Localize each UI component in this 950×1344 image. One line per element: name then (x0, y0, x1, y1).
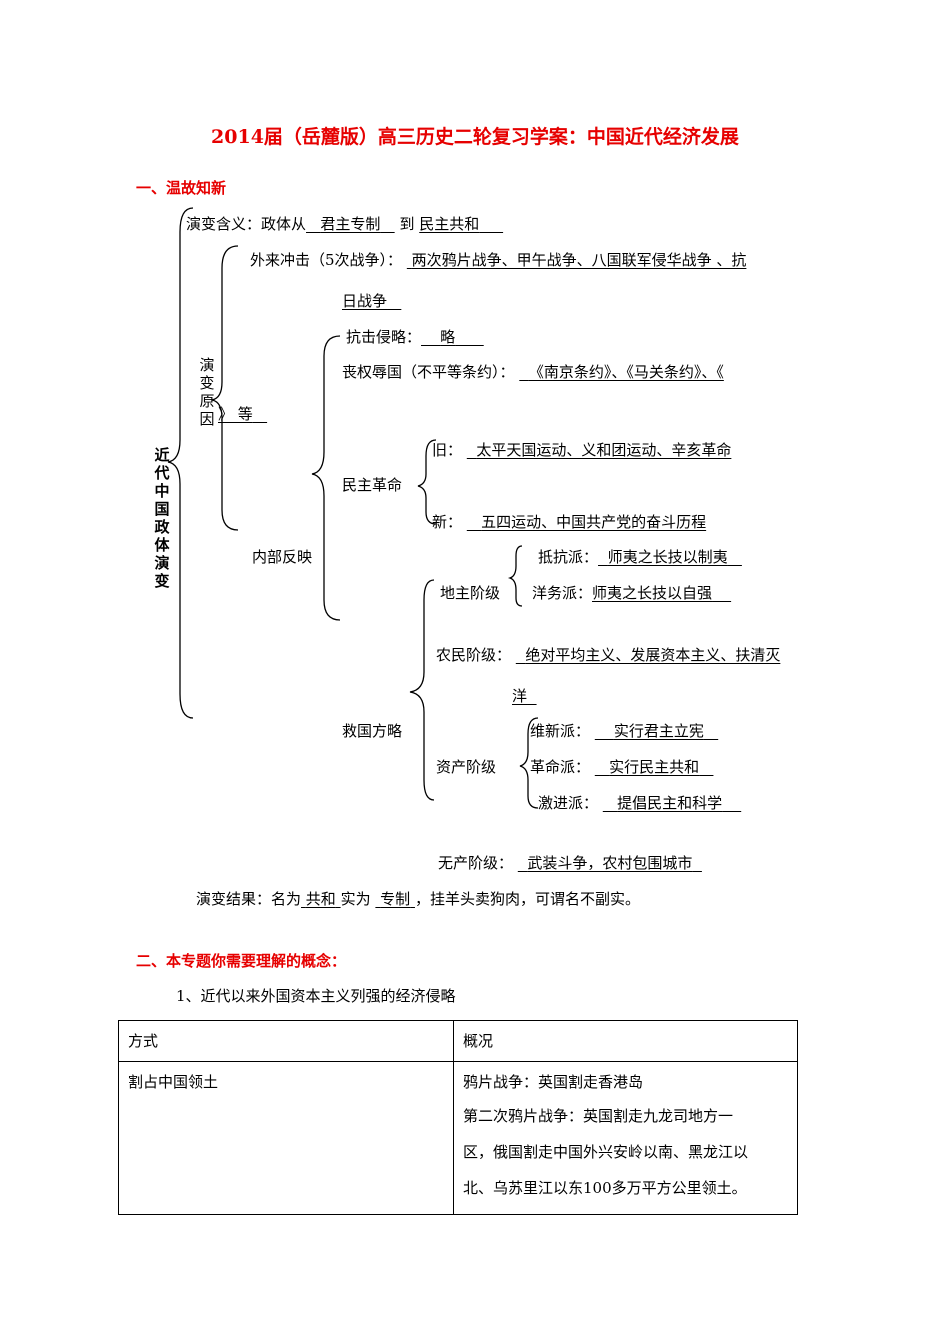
treaties-value: 《南京条约》、《马关条约》、《 (528, 363, 724, 381)
table-cell-line: 北、乌苏里江以东100多万平方公里领土。 (463, 1179, 747, 1197)
internal-label: 内部反映 (252, 548, 313, 566)
bourgeois-reform-value: 实行君主立宪 (613, 722, 704, 740)
table-cell-line: 区，俄国割走中国外兴安岭以南、黑龙江以 (463, 1143, 749, 1161)
treaties-label: 丧权辱国（不平等条约）： (342, 363, 515, 381)
table-header-row: 方式 概况 (118, 1020, 798, 1062)
bourgeois-revolution-row: 革命派： 实行民主共和 (530, 757, 713, 777)
table-cell: 鸦片战争：英国割走香港岛 第二次鸦片战争：英国割走九龙司地方一 区，俄国割走中国… (453, 1061, 798, 1215)
result-name-value: 共和 (305, 890, 336, 908)
meaning-prefix: 演变含义：政体从 (186, 215, 307, 233)
result-suffix: ，挂羊头卖狗肉，可谓名不副实。 (414, 890, 640, 908)
bourgeois-reform-label: 维新派： (530, 722, 591, 740)
peasant-row: 农民阶级： 绝对平均主义、发展资本主义、扶清灭 (436, 645, 780, 665)
external-row: 外来冲击（5次战争）： 两次鸦片战争、甲午战争、八国联军侵华战争 、抗 (250, 250, 746, 270)
landlord-westernize-label: 洋务派： (532, 584, 593, 602)
resist-row: 抗击侵略： 略 (346, 327, 484, 347)
meaning-to: 民主共和 (419, 215, 480, 233)
cause-label: 演变原因 (199, 356, 215, 428)
root-label: 近代中国政体演变 (154, 446, 170, 590)
resist-value: 略 (440, 328, 456, 346)
landlord-label: 地主阶级 (440, 584, 501, 602)
democratic-old-row: 旧： 太平天国运动、义和团运动、辛亥革命 (432, 440, 731, 460)
table-header-cell: 方式 (118, 1020, 454, 1062)
democratic-old-label: 旧： (432, 441, 463, 459)
landlord-resist-value: 师夷之长技以制夷 (607, 548, 728, 566)
bourgeois-radical-label: 激进派： (538, 794, 599, 812)
invasion-table: 方式 概况 割占中国领土 鸦片战争：英国割走香港岛 第二次鸦片战争：英国割走九龙… (118, 1020, 798, 1215)
bourgeois-radical-row: 激进派： 提倡民主和科学 (538, 793, 741, 813)
cause-suffix: 》 等 (218, 405, 253, 423)
external-value-line2: 日战争 (342, 292, 388, 310)
democratic-new-row: 新： 五四运动、中国共产党的奋斗历程 (432, 512, 706, 532)
result-prefix: 演变结果：名为 (196, 890, 302, 908)
saving-brace (409, 579, 435, 801)
democratic-new-label: 新： (432, 513, 463, 531)
section2-sub1: 1、近代以来外国资本主义列强的经济侵略 (176, 987, 456, 1005)
peasant-value-line1: 绝对平均主义、发展资本主义、扶清灭 (525, 646, 781, 664)
meaning-row: 演变含义：政体从 君主专制 到 民主共和 (186, 214, 503, 234)
bourgeois-label: 资产阶级 (436, 758, 497, 776)
internal-brace (311, 335, 341, 621)
landlord-westernize-row: 洋务派：师夷之长技以自强 (532, 583, 731, 603)
result-mid: 实为 (340, 890, 371, 908)
landlord-resist-label: 抵抗派： (538, 548, 599, 566)
proletariat-label: 无产阶级： (438, 854, 514, 872)
page-title: 2014届（岳麓版）高三历史二轮复习学案：中国近代经济发展 (211, 126, 739, 148)
bourgeois-revolution-label: 革命派： (530, 758, 591, 776)
democratic-new-value: 五四运动、中国共产党的奋斗历程 (481, 513, 707, 531)
table-cell-line: 鸦片战争：英国割走香港岛 (463, 1073, 644, 1091)
peasant-value-line2: 洋 (512, 687, 528, 705)
proletariat-row: 无产阶级： 武装斗争，农村包围城市 (438, 853, 702, 873)
treaties-row: 丧权辱国（不平等条约）： 《南京条约》、《马关条约》、《 (342, 362, 724, 382)
democratic-label: 民主革命 (342, 476, 403, 494)
external-value-line1: 两次鸦片战争、甲午战争、八国联军侵华战争 、抗 (411, 251, 747, 269)
bourgeois-revolution-value: 实行民主共和 (609, 758, 700, 776)
result-row: 演变结果：名为 共和 实为 专制 ，挂羊头卖狗肉，可谓名不副实。 (196, 889, 640, 909)
meaning-mid: 到 (399, 215, 415, 233)
saving-label: 救国方略 (342, 722, 403, 740)
table-cell-line: 第二次鸦片战争：英国割走九龙司地方一 (463, 1107, 734, 1125)
landlord-westernize-value: 师夷之长技以自强 (592, 584, 713, 602)
resist-label: 抗击侵略： (346, 328, 422, 346)
root-brace (167, 207, 194, 719)
bourgeois-radical-value: 提倡民主和科学 (617, 794, 723, 812)
cause-brace (211, 245, 239, 531)
proletariat-value: 武装斗争，农村包围城市 (527, 854, 693, 872)
table-cell: 割占中国领土 (118, 1061, 454, 1215)
section1-heading: 一、温故知新 (136, 179, 227, 197)
peasant-label: 农民阶级： (436, 646, 512, 664)
landlord-resist-row: 抵抗派： 师夷之长技以制夷 (538, 547, 742, 567)
result-real-value: 专制 (380, 890, 411, 908)
table-header-cell: 概况 (453, 1020, 798, 1062)
table-row: 割占中国领土 鸦片战争：英国割走香港岛 第二次鸦片战争：英国割走九龙司地方一 区… (118, 1061, 798, 1215)
section2-heading: 二、本专题你需要理解的概念： (136, 952, 347, 970)
bourgeois-reform-row: 维新派： 实行君主立宪 (530, 721, 718, 741)
democratic-old-value: 太平天国运动、义和团运动、辛亥革命 (476, 441, 732, 459)
meaning-from: 君主专制 (320, 215, 381, 233)
external-label: 外来冲击（5次战争）： (250, 251, 403, 269)
landlord-brace (507, 545, 523, 607)
